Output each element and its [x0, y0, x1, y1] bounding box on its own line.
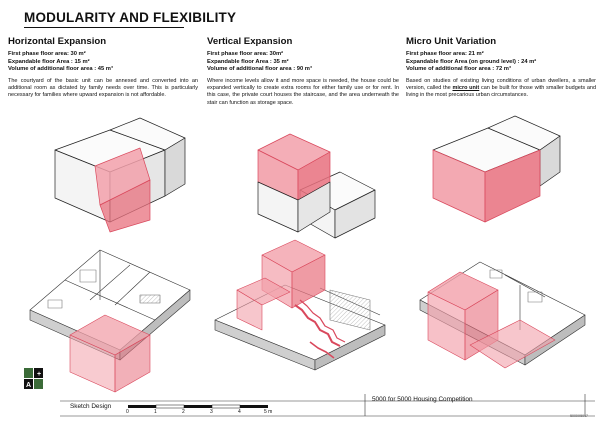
- spec-line: Expandable floor Area : 15 m²: [8, 58, 90, 65]
- column-description: Based on studies of existing living cond…: [406, 78, 596, 100]
- scale-label: 4: [238, 409, 241, 415]
- staircase: [294, 304, 341, 347]
- spec-line: First phase floor area: 30 m²: [8, 51, 86, 57]
- spec-line: Volume of additional floor area : 90 m³: [207, 66, 312, 73]
- column-horizontal-expansion: Horizontal Expansion First phase floor a…: [8, 36, 198, 100]
- desc-part: can be built for those with smaller budg…: [406, 85, 597, 99]
- plan-horizontal: [29, 249, 191, 393]
- sketch-design-label: Sketch Design: [70, 403, 112, 410]
- massing-horizontal: [54, 117, 186, 233]
- spec-line: Expandable floor Area : 35 m²: [207, 58, 289, 65]
- spec-list: First phase floor area: 30 m² Expandable…: [8, 51, 198, 74]
- spec-line: Volume of additional floor area : 72 m³: [406, 66, 511, 73]
- scale-label: 0: [126, 409, 129, 415]
- competition-label: 5000 for 5000 Housing Competition: [372, 396, 473, 403]
- column-heading: Horizontal Expansion: [8, 36, 107, 47]
- spec-line: Volume of additional floor area : 45 m³: [8, 66, 113, 73]
- column-description: The courtyard of the basic unit can be a…: [8, 77, 198, 99]
- reference-code: 5000X5017: [570, 414, 588, 418]
- svg-text:+: +: [37, 371, 41, 378]
- footer-lines: [60, 394, 595, 417]
- spec-line: First phase floor area: 30m²: [207, 51, 284, 57]
- title-underline: [24, 27, 184, 28]
- column-vertical-expansion: Vertical Expansion First phase floor are…: [207, 36, 399, 107]
- spec-line: First phase floor area: 21 m²: [406, 51, 484, 57]
- scale-label: 5 m: [264, 409, 273, 415]
- scale-bar: [128, 404, 268, 409]
- spec-line: Expandable floor Area (on ground level) …: [406, 58, 537, 65]
- massing-micro: [432, 115, 561, 223]
- spec-list: First phase floor area: 30m² Expandable …: [207, 51, 399, 74]
- competition-logo: + A: [24, 368, 43, 389]
- page-title: MODULARITY AND FLEXIBILITY: [24, 10, 237, 25]
- column-heading: Micro Unit Variation: [406, 36, 497, 47]
- desc-emphasis: micro unit: [452, 85, 480, 92]
- plan-micro: [419, 261, 586, 369]
- svg-text:A: A: [26, 382, 31, 389]
- massing-vertical: [257, 133, 376, 239]
- spec-list: First phase floor area: 21 m² Expandable…: [406, 51, 596, 74]
- scale-label: 3: [210, 409, 213, 415]
- plan-vertical: [214, 239, 386, 371]
- scale-label: 2: [182, 409, 185, 415]
- column-micro-unit: Micro Unit Variation First phase floor a…: [406, 36, 596, 100]
- scale-label: 1: [154, 409, 157, 415]
- column-heading: Vertical Expansion: [207, 36, 293, 47]
- column-description: Where income levels allow it and more sp…: [207, 77, 399, 106]
- desc-part: Based on studies of existing living cond…: [406, 77, 596, 92]
